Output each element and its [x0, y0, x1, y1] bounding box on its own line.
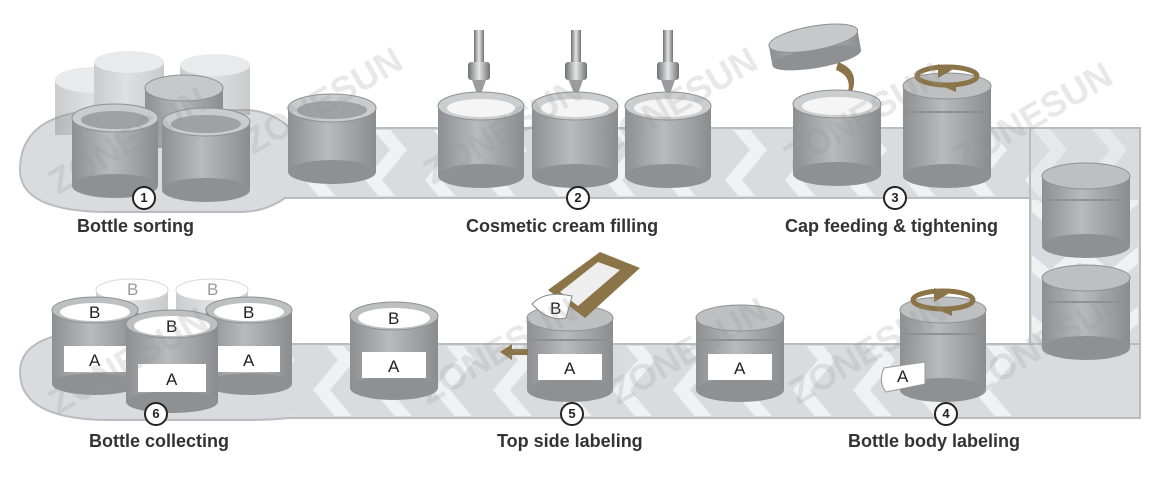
cap-station	[768, 23, 992, 188]
step-label-body-labeling: Bottle body labeling	[848, 431, 1021, 451]
body-label-text: A	[388, 357, 400, 376]
top-label-text: B	[550, 299, 561, 318]
step-label-top-labeling: Top side labeling	[497, 431, 643, 451]
step-number-1: 1	[132, 186, 156, 210]
body-label-text: A	[734, 359, 746, 378]
step-label-capping: Cap feeding & tightening	[785, 216, 998, 236]
step-label-filling: Cosmetic cream filling	[466, 216, 659, 236]
svg-text:A: A	[243, 351, 255, 370]
step-number-3: 3	[883, 186, 907, 210]
step-label-collecting: Bottle collecting	[89, 431, 230, 451]
transfer-jars	[1041, 162, 1131, 360]
labeled-jar: A	[695, 304, 785, 402]
svg-text:B: B	[166, 317, 177, 336]
svg-text:B: B	[243, 303, 254, 322]
body-label-station: A	[880, 288, 987, 402]
step-number-6: 6	[144, 402, 168, 426]
direction-arrow-icon	[500, 344, 528, 360]
rotate-arrow-icon	[914, 64, 980, 92]
filling-station	[437, 30, 712, 188]
top-label-text: B	[388, 309, 399, 328]
applicator-arm-icon: B	[531, 252, 640, 320]
step-number-4: 4	[934, 402, 958, 426]
svg-text:B: B	[127, 280, 138, 299]
svg-text:A: A	[166, 370, 178, 389]
svg-text:B: B	[207, 280, 218, 299]
body-label-text: A	[897, 367, 909, 386]
finished-jar: B A	[349, 301, 439, 400]
step-label-sorting: Bottle sorting	[77, 216, 194, 236]
top-label-station: A B	[500, 252, 640, 402]
step-number-5: 5	[560, 402, 584, 426]
empty-jar	[287, 93, 377, 184]
svg-text:B: B	[89, 303, 100, 322]
collected-jars: B A B A B A	[51, 296, 293, 413]
sorting-jars-front	[71, 74, 251, 202]
body-label-text: A	[564, 359, 576, 378]
rotate-arrow-icon	[910, 288, 976, 316]
svg-text:A: A	[89, 351, 101, 370]
step-number-2: 2	[566, 186, 590, 210]
